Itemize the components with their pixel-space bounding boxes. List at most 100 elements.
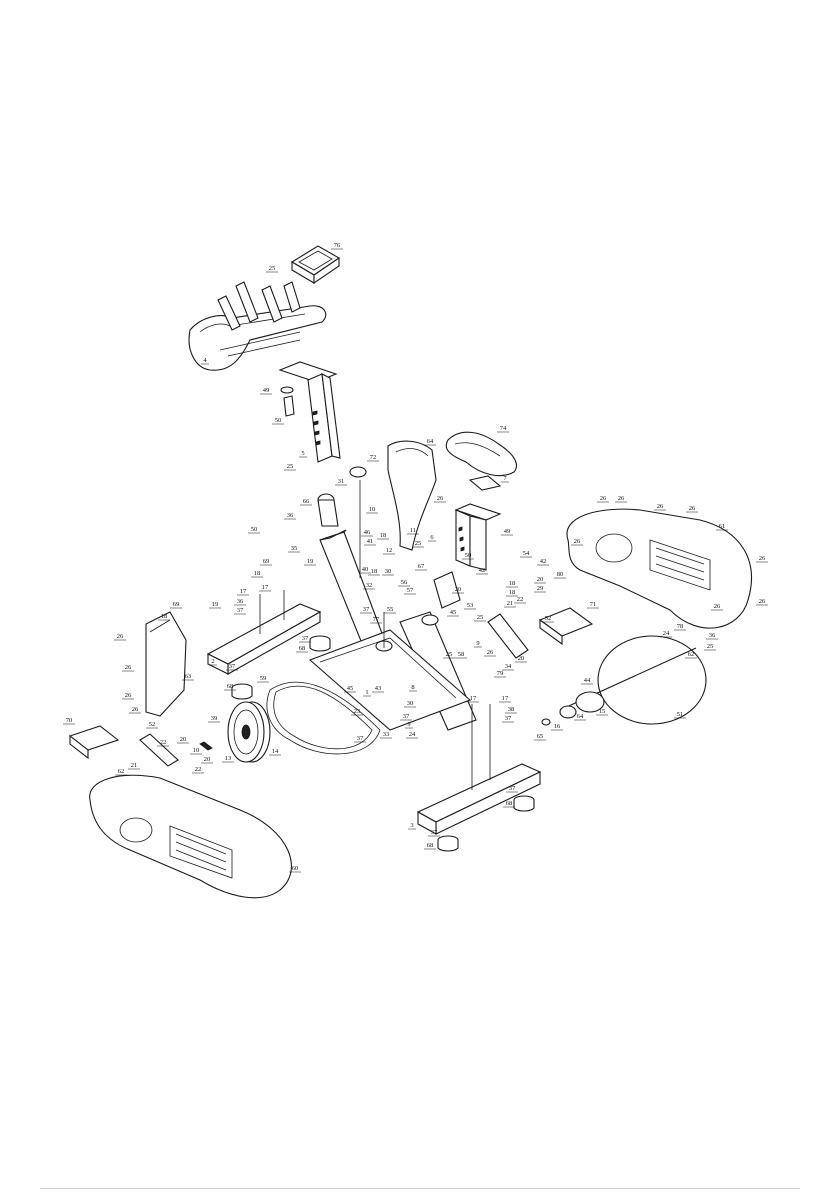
callout-label: 4 xyxy=(203,357,207,364)
callout-14: 14 xyxy=(269,748,281,756)
callout-37: 37 xyxy=(234,607,246,615)
callout-label: 26 xyxy=(574,538,581,545)
callout-26: 26 xyxy=(654,503,666,511)
callout-label: 32 xyxy=(366,582,373,589)
callout-label: 21 xyxy=(507,600,514,607)
callout-label: 20 xyxy=(537,576,544,583)
callout-label: 20 xyxy=(455,586,462,593)
callout-label: 26 xyxy=(132,706,139,713)
callout-label: 18 xyxy=(161,613,168,620)
callout-26: 26 xyxy=(484,649,496,657)
callout-label: 22 xyxy=(517,596,524,603)
callout-label: 18 xyxy=(509,589,516,596)
seat xyxy=(445,431,518,491)
callout-label: 22 xyxy=(195,766,202,773)
callout-1: 1 xyxy=(363,689,371,697)
callout-58: 58 xyxy=(455,651,467,659)
callout-label: 37 xyxy=(363,606,370,613)
callout-label: 9 xyxy=(407,721,410,728)
bolts xyxy=(259,480,491,790)
side-cover-right xyxy=(566,508,752,629)
callout-37: 37 xyxy=(502,715,514,723)
callout-70: 70 xyxy=(63,717,75,725)
callout-label: 26 xyxy=(600,495,607,502)
callout-label: 37 xyxy=(237,607,244,614)
callout-label: 40 xyxy=(362,566,369,573)
callout-26: 26 xyxy=(615,495,627,503)
callout-label: 61 xyxy=(719,523,726,530)
callout-60: 60 xyxy=(289,865,301,873)
callout-80: 80 xyxy=(554,571,566,579)
callout-3: 3 xyxy=(408,822,416,830)
callout-label: 25 xyxy=(707,643,714,650)
callout-label: 52 xyxy=(149,721,156,728)
callout-19: 19 xyxy=(304,558,316,566)
callout-label: 42 xyxy=(540,558,547,565)
callout-15: 15 xyxy=(596,708,608,716)
callout-label: 1 xyxy=(365,689,368,696)
callout-label: 68 xyxy=(299,645,306,652)
callout-label: 30 xyxy=(407,700,414,707)
callout-10: 10 xyxy=(366,506,378,514)
callout-label: 23 xyxy=(354,708,361,715)
callout-label: 49 xyxy=(263,387,270,394)
callout-26: 26 xyxy=(711,603,723,611)
callout-68: 68 xyxy=(296,645,308,653)
callout-20: 20 xyxy=(201,756,213,764)
callout-label: 46 xyxy=(364,529,371,536)
callout-label: 15 xyxy=(599,708,606,715)
callout-label: 50 xyxy=(251,526,258,533)
callout-31: 31 xyxy=(335,478,347,486)
callout-label: 11 xyxy=(410,527,416,534)
callout-label: 17 xyxy=(262,584,269,591)
callout-26: 26 xyxy=(114,633,126,641)
callout-68: 68 xyxy=(224,683,236,691)
callout-label: 17 xyxy=(240,588,247,595)
callout-label: 65 xyxy=(537,733,544,740)
callout-18: 18 xyxy=(158,613,170,621)
callout-label: 20 xyxy=(180,736,187,743)
callout-64: 64 xyxy=(574,713,586,721)
callout-label: 6 xyxy=(430,534,434,541)
callout-17: 17 xyxy=(499,695,511,703)
callout-label: 31 xyxy=(338,478,345,485)
callout-label: 26 xyxy=(487,649,494,656)
callout-24: 24 xyxy=(406,731,418,739)
callout-56: 56 xyxy=(398,579,410,587)
callout-label: 29 xyxy=(537,585,544,592)
callout-label: 68 xyxy=(427,842,434,849)
callout-label: 26 xyxy=(125,664,132,671)
callout-label: 67 xyxy=(418,563,425,570)
callout-label: 37 xyxy=(302,635,309,642)
drive-belt xyxy=(266,681,381,755)
callout-26: 26 xyxy=(571,538,583,546)
callout-label: 37 xyxy=(509,785,516,792)
callout-label: 25 xyxy=(287,463,294,470)
callout-26: 26 xyxy=(686,505,698,513)
callout-20: 20 xyxy=(452,586,464,594)
console xyxy=(290,245,341,285)
callout-45: 45 xyxy=(447,609,459,617)
callout-26: 26 xyxy=(756,555,768,563)
callout-37: 37 xyxy=(299,635,311,643)
callout-label: 57 xyxy=(407,587,414,594)
callout-12: 12 xyxy=(383,547,395,555)
callout-18: 18 xyxy=(251,570,263,578)
callout-8: 8 xyxy=(409,684,417,692)
callout-26: 26 xyxy=(434,495,446,503)
callout-50: 50 xyxy=(248,526,260,534)
callout-label: 38 xyxy=(508,706,515,713)
callout-37: 37 xyxy=(506,785,518,793)
callout-label: 66 xyxy=(303,498,310,505)
callout-30: 30 xyxy=(404,700,416,708)
callout-label: 17 xyxy=(502,695,509,702)
resistance-knob xyxy=(317,466,461,609)
callout-label: 24 xyxy=(663,630,670,637)
callout-label: 44 xyxy=(584,677,591,684)
callout-64: 64 xyxy=(424,438,436,446)
callout-24: 24 xyxy=(660,630,672,638)
callout-52: 52 xyxy=(542,615,554,623)
callout-label: 18 xyxy=(371,568,378,575)
callout-label: 50 xyxy=(465,552,472,559)
callout-67: 67 xyxy=(415,563,427,571)
